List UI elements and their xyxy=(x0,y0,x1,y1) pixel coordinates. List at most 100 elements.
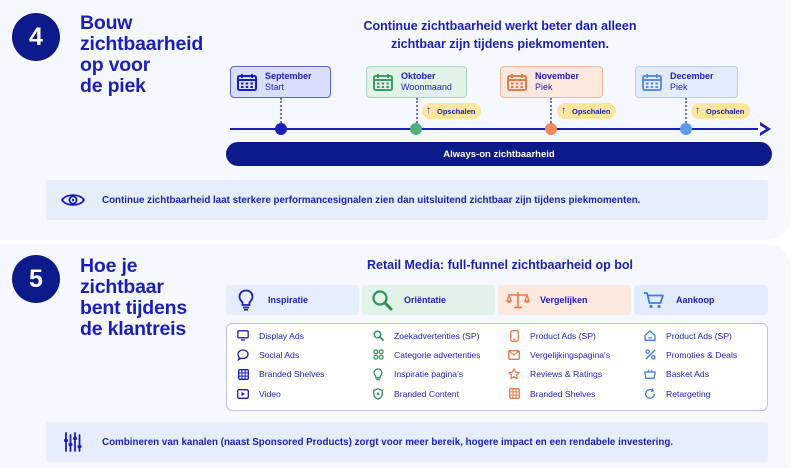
timeline-dot xyxy=(545,123,557,135)
timeline-connector xyxy=(416,98,418,123)
refresh-icon xyxy=(643,387,657,401)
section-4-title: Bouw zichtbaarheid op voor de piek xyxy=(80,13,203,97)
channel-label: Product Ads (SP) xyxy=(666,330,732,341)
channel-column-inspiratie: Display Ads Social Ads Branded Shelves V… xyxy=(236,326,324,403)
title-line: zichtbaar xyxy=(80,276,164,298)
channel-item: Basket Ads xyxy=(643,365,737,384)
phone-icon xyxy=(507,329,521,343)
title-line: de piek xyxy=(80,75,146,97)
video-icon xyxy=(236,387,250,401)
channel-label: Video xyxy=(259,388,281,399)
always-on-bar: Always-on zichtbaarheid xyxy=(226,142,772,166)
home-icon xyxy=(643,329,657,343)
step-number-4: 4 xyxy=(12,13,60,61)
channel-item: Branded Shelves xyxy=(507,384,610,403)
channel-label: Inspiratie pagina's xyxy=(394,369,464,380)
channel-item: Product Ads (SP) xyxy=(643,326,737,345)
arrow-up-icon: ↑ xyxy=(695,105,700,116)
channel-column-vergelijken: Product Ads (SP) Vergelijkingspagina's R… xyxy=(507,326,610,403)
channel-box xyxy=(226,323,768,411)
search-icon xyxy=(371,329,385,343)
phase-label: Aankoop xyxy=(676,295,715,305)
calendar-icon xyxy=(642,74,662,91)
section-5-heading: Retail Media: full-funnel zichtbaarheid … xyxy=(367,258,633,272)
scale-up-badge: ↑ Opschalen xyxy=(557,103,617,119)
month-subtitle: Woonmaand xyxy=(401,82,452,92)
heading-line: zichtbaar zijn tijdens piekmomenten. xyxy=(390,37,610,51)
info-text: Combineren van kanalen (naast Sponsored … xyxy=(102,436,674,448)
title-line: de klantreis xyxy=(80,318,186,340)
timeline-dot xyxy=(680,123,692,135)
cart-icon xyxy=(642,289,666,311)
month-name: Oktober xyxy=(401,71,436,81)
phase-label: Vergelijken xyxy=(540,295,588,305)
section-5-info-bar: Combineren van kanalen (naast Sponsored … xyxy=(46,422,768,462)
shield-icon xyxy=(371,387,385,401)
section-4-info-bar: Continue zichtbaarheid laat sterkere per… xyxy=(46,180,768,220)
title-line: op voor xyxy=(80,54,151,76)
timeline-arrow-icon xyxy=(758,122,771,136)
channel-item: Product Ads (SP) xyxy=(507,326,610,345)
channel-label: Reviews & Ratings xyxy=(530,369,603,380)
channel-label: Branded Shelves xyxy=(259,369,325,380)
channel-column-orientatie: Zoekadvertenties (SP) Categorie adverten… xyxy=(371,326,480,403)
phase-label: Inspiratie xyxy=(268,295,309,305)
channel-item: Branded Content xyxy=(371,384,480,403)
scale-up-badge: ↑Opschalen xyxy=(422,103,482,119)
compare-icon xyxy=(507,348,521,362)
timeline-connector xyxy=(550,98,552,123)
timeline-dot xyxy=(275,123,287,135)
channels-icon xyxy=(56,431,90,453)
monitor-icon xyxy=(236,329,250,343)
month-subtitle: Start xyxy=(265,82,285,92)
calendar-icon xyxy=(373,74,393,91)
bulb-icon xyxy=(371,367,385,381)
channel-label: Display Ads xyxy=(259,330,304,341)
phase-orientatie: Oriëntatie xyxy=(362,285,495,315)
channel-label: Vergelijkingspagina's xyxy=(530,349,610,360)
month-subtitle: Piek xyxy=(670,82,688,92)
title-line: Bouw xyxy=(80,12,133,34)
category-icon xyxy=(371,348,385,362)
scale-icon xyxy=(506,289,530,311)
channel-column-aankoop: Product Ads (SP) Promoties & Deals Baske… xyxy=(643,326,737,403)
channel-label: Zoekadvertenties (SP) xyxy=(394,330,480,341)
percent-icon xyxy=(643,348,657,362)
channel-label: Branded Content xyxy=(394,388,459,399)
channel-item: Vergelijkingspagina's xyxy=(507,345,610,364)
chat-icon xyxy=(236,348,250,362)
section-4-heading: Continue zichtbaarheid werkt beter dan a… xyxy=(300,17,700,53)
month-name: September xyxy=(265,71,312,81)
arrow-up-icon: ↑ xyxy=(561,105,566,116)
grid-icon xyxy=(236,367,250,381)
info-text: Continue zichtbaarheid laat sterkere per… xyxy=(102,194,641,206)
channel-label: Product Ads (SP) xyxy=(530,330,596,341)
channel-label: Branded Shelves xyxy=(530,388,596,399)
channel-item: Promoties & Deals xyxy=(643,345,737,364)
channel-label: Categorie advertenties xyxy=(394,349,481,360)
arrow-up-icon: ↑ xyxy=(426,105,431,116)
step-number-5: 5 xyxy=(12,255,60,303)
phase-inspiratie: Inspiratie xyxy=(226,285,359,315)
magnifier-icon xyxy=(370,289,394,311)
title-line: Hoe je xyxy=(80,255,138,277)
lightbulb-icon xyxy=(234,289,258,311)
channel-item: Zoekadvertenties (SP) xyxy=(371,326,480,345)
channel-item: Inspiratie pagina's xyxy=(371,365,480,384)
timeline-dot xyxy=(410,123,422,135)
channel-item: Retargeting xyxy=(643,384,737,403)
scale-up-label: Opschalen xyxy=(572,106,611,116)
timeline-connector xyxy=(685,98,687,123)
scale-up-label: Opschalen xyxy=(706,106,745,116)
basket-icon xyxy=(643,367,657,381)
channel-item: Display Ads xyxy=(236,326,324,345)
calendar-icon xyxy=(237,74,257,91)
phase-vergelijken: Vergelijken xyxy=(498,285,631,315)
channel-label: Basket Ads xyxy=(666,369,709,380)
calendar-icon xyxy=(507,74,527,91)
channel-item: Categorie advertenties xyxy=(371,345,480,364)
grid-icon xyxy=(507,387,521,401)
scale-up-badge: ↑ Opschalen xyxy=(691,103,751,119)
